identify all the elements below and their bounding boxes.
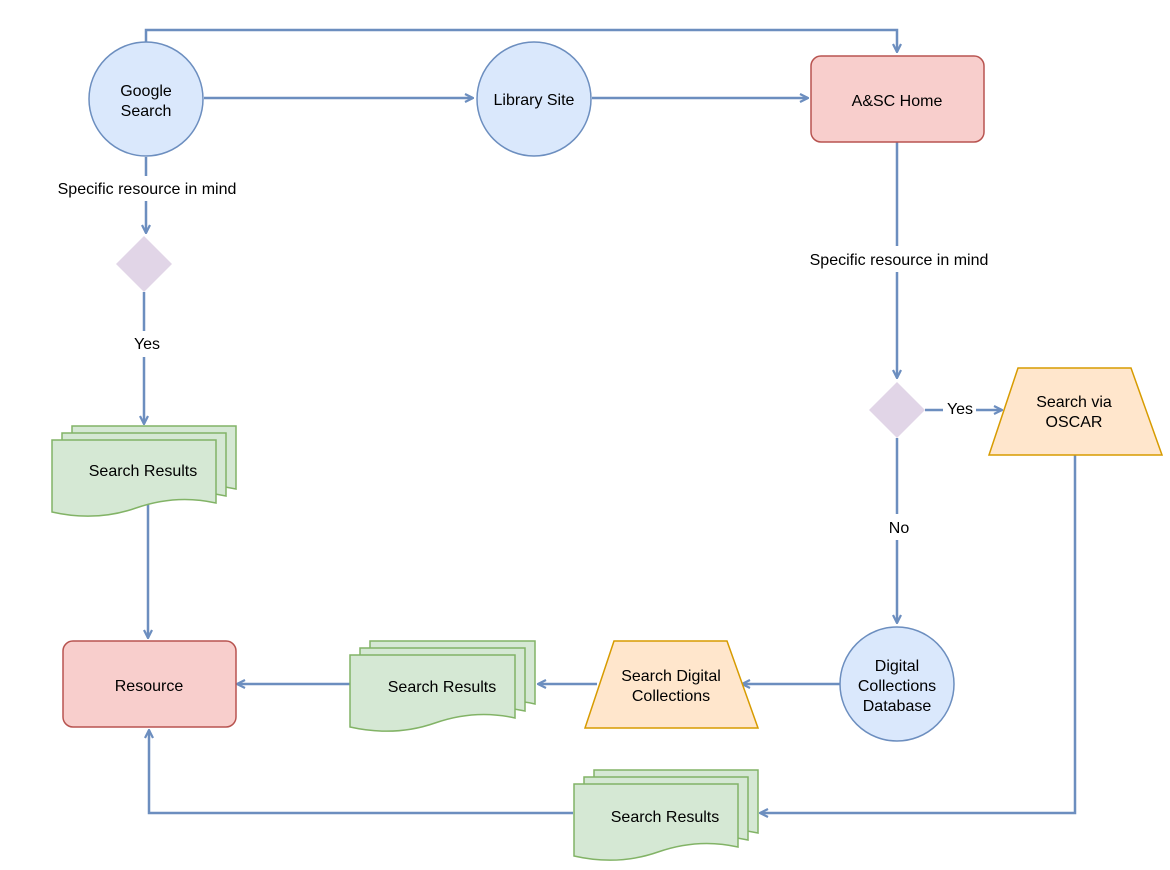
node-library-site[interactable]: Library Site — [476, 41, 592, 157]
edge-label-left-yes: Yes — [134, 336, 160, 353]
search-results-middle-label: Search Results — [388, 679, 497, 696]
node-digital-collections-database[interactable]: Digital Collections Database — [839, 626, 955, 742]
edge-label-left-specific: Specific resource in mind — [58, 181, 237, 198]
node-search-results-bottom[interactable]: Search Results — [573, 769, 759, 861]
node-search-results-left[interactable]: Search Results — [51, 425, 237, 517]
search-via-oscar-label-line1: Search via — [1036, 394, 1112, 411]
edge-label-right-no: No — [889, 520, 910, 537]
edge-labels: Specific resource in mind Yes Specific r… — [58, 181, 989, 537]
asc-home-label: A&SC Home — [852, 93, 943, 110]
google-search-label-line1: Google — [120, 83, 172, 100]
node-search-results-middle[interactable]: Search Results — [349, 640, 536, 732]
search-via-oscar-label-line2: OSCAR — [1046, 414, 1103, 431]
search-digital-collections-label-line2: Collections — [632, 688, 710, 705]
node-asc-home[interactable]: A&SC Home — [810, 55, 985, 143]
digital-collections-database-label-line1: Digital — [875, 658, 919, 675]
search-via-oscar-trapezoid — [987, 367, 1164, 456]
node-resource[interactable]: Resource — [62, 640, 237, 728]
google-search-circle — [88, 41, 204, 157]
search-results-left-label: Search Results — [89, 463, 198, 480]
edge-results-bottom-to-resource — [149, 730, 573, 815]
resource-label: Resource — [115, 678, 184, 695]
node-search-digital-collections[interactable]: Search Digital Collections — [583, 640, 760, 729]
search-results-bottom-page-front — [573, 783, 739, 861]
decision-left[interactable] — [116, 236, 172, 292]
edge-label-right-specific: Specific resource in mind — [810, 252, 989, 269]
search-results-bottom-label: Search Results — [611, 809, 720, 826]
edges — [144, 28, 1077, 815]
edge-google-to-asc-top — [144, 28, 897, 52]
search-digital-collections-label-line1: Search Digital — [621, 668, 721, 685]
resource-box — [62, 640, 237, 728]
asc-home-box — [810, 55, 985, 143]
search-results-middle-page-front — [349, 654, 516, 732]
edge-label-right-yes: Yes — [947, 401, 973, 418]
digital-collections-database-circle — [839, 626, 955, 742]
library-site-label: Library Site — [494, 92, 575, 109]
decision-right[interactable] — [869, 382, 925, 438]
node-google-search[interactable]: Google Search — [88, 41, 204, 157]
decision-right-diamond — [869, 382, 925, 438]
digital-collections-database-label-line3: Database — [863, 698, 932, 715]
google-search-label-line2: Search — [121, 103, 172, 120]
edge-oscar-to-results-bottom — [760, 455, 1077, 813]
search-results-left-page-front — [51, 439, 217, 517]
digital-collections-database-label-line2: Collections — [858, 678, 936, 695]
decision-left-diamond — [116, 236, 172, 292]
library-site-circle — [476, 41, 592, 157]
search-digital-collections-trapezoid — [583, 640, 760, 729]
node-search-via-oscar[interactable]: Search via OSCAR — [987, 367, 1164, 456]
